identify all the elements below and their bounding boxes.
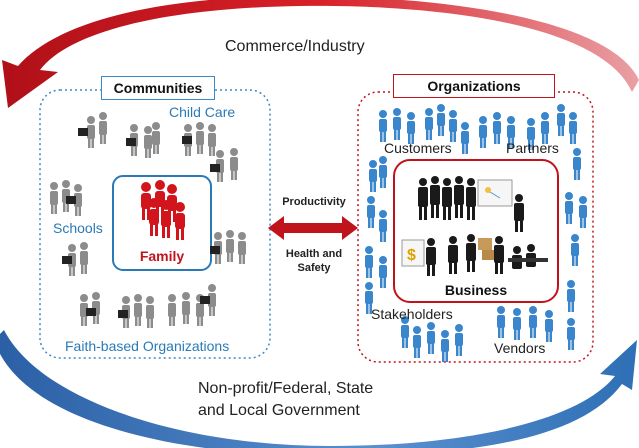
vendors-label: Vendors bbox=[494, 340, 546, 356]
commerce-industry-label: Commerce/Industry bbox=[225, 38, 365, 55]
whiteboard bbox=[477, 179, 513, 207]
schools-label: Schools bbox=[53, 220, 103, 236]
government-label-line2: and Local Government bbox=[198, 402, 360, 419]
faith-based-label: Faith-based Organizations bbox=[65, 338, 230, 354]
cardboard-boxes bbox=[478, 238, 492, 250]
communities-title: Communities bbox=[101, 76, 215, 100]
partners-label: Partners bbox=[506, 140, 559, 156]
dollar-board bbox=[401, 239, 425, 267]
customers-label: Customers bbox=[384, 140, 452, 156]
grey-people bbox=[50, 112, 246, 328]
business-silhouettes bbox=[418, 176, 548, 276]
organizations-title: Organizations bbox=[393, 74, 555, 98]
family-label: Family bbox=[139, 248, 185, 264]
productivity-label: Productivity bbox=[282, 196, 346, 208]
child-care-label: Child Care bbox=[169, 104, 236, 120]
family-people bbox=[141, 180, 185, 240]
health-safety-label-line1: Health and bbox=[285, 248, 343, 260]
center-double-arrow bbox=[268, 216, 358, 240]
organizations-box bbox=[357, 91, 594, 363]
health-safety-label-line2: Safety bbox=[297, 262, 331, 274]
business-box bbox=[393, 159, 559, 303]
stakeholders-label: Stakeholders bbox=[371, 306, 453, 322]
blue-people bbox=[365, 104, 587, 362]
svg-text:$: $ bbox=[407, 247, 416, 264]
government-label-line1: Non-profit/Federal, State bbox=[198, 380, 374, 397]
business-label: Business bbox=[444, 282, 508, 298]
